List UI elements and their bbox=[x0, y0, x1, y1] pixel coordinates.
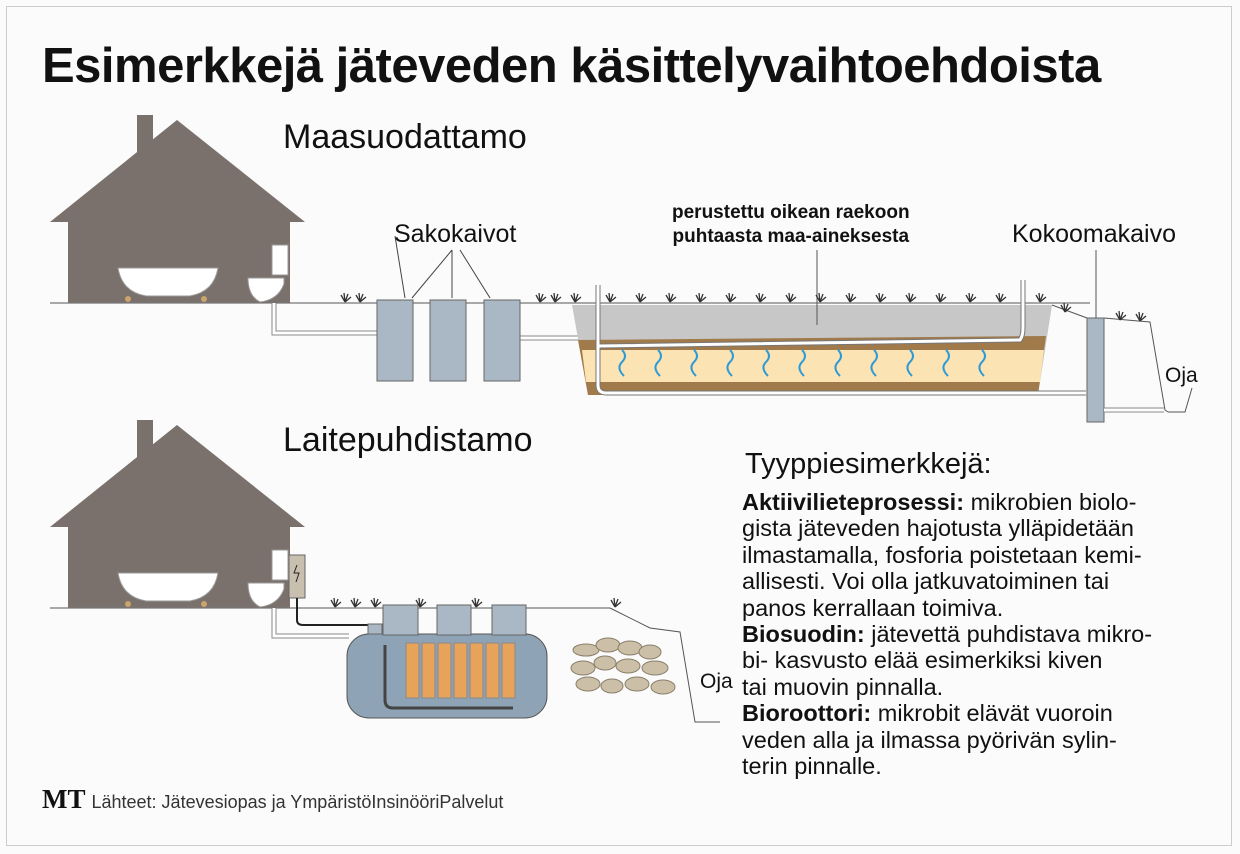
septic-tanks-label: Sakokaivot bbox=[394, 220, 517, 248]
type-text: mikrobit elävät vuoroin bbox=[871, 700, 1113, 727]
house-icon-bottom bbox=[49, 419, 306, 609]
type-item-biofilter: Biosuodin: jätevettä puhdistava mikro- b… bbox=[742, 621, 1152, 700]
type-text: bi- kasvusto elää esimerkiksi kiven bbox=[742, 647, 1103, 674]
grass-bottom bbox=[330, 597, 622, 608]
type-examples-heading: Tyyppiesimerkkejä: bbox=[745, 448, 992, 480]
type-item-biorotor: Bioroottori: mikrobit elävät vuoroin ved… bbox=[742, 700, 1152, 779]
electric-box bbox=[288, 554, 306, 599]
filter-bed bbox=[572, 280, 1086, 396]
type-text: veden alla ja ilmassa pyörivän sylin- bbox=[742, 726, 1117, 753]
collector-well-label: Kokoomakaivo bbox=[1012, 220, 1176, 248]
type-text: jätevettä puhdistava mikro- bbox=[864, 621, 1153, 648]
mt-logo: MT bbox=[42, 784, 86, 814]
type-text: tai muovin pinnalla. bbox=[742, 673, 944, 700]
type-item-activated-sludge: Aktiivilieteprosessi: mikrobien biolo- g… bbox=[742, 489, 1152, 621]
type-examples: Tyyppiesimerkkejä: Aktiivilieteprosessi:… bbox=[742, 448, 1152, 779]
treatment-tank bbox=[346, 604, 548, 719]
stones bbox=[570, 637, 676, 695]
page-title: Esimerkkejä jäteveden käsittelyvaihtoehd… bbox=[42, 39, 1101, 93]
type-text: allisesti. Voi olla jatkuvatoiminen tai bbox=[742, 568, 1110, 595]
filter-note-line: puhtaasta maa-aineksesta bbox=[672, 226, 910, 247]
type-name: Biosuodin: bbox=[742, 621, 865, 648]
house-icon-top bbox=[49, 114, 306, 304]
section-title-device-plant: Laitepuhdistamo bbox=[283, 421, 533, 459]
type-text: terin pinnalle. bbox=[742, 753, 882, 780]
type-text: gista jäteveden hajotusta ylläpidetään bbox=[742, 515, 1134, 542]
type-name: Bioroottori: bbox=[742, 700, 872, 727]
collector-well bbox=[1086, 317, 1105, 423]
filter-note-line: perustettu oikean raekoon bbox=[672, 202, 910, 223]
ditch-label-top: Oja bbox=[1165, 364, 1198, 387]
frame bbox=[6, 6, 1232, 846]
type-text: panos kerrallaan toimiva. bbox=[742, 594, 1004, 621]
section-title-soil-filter: Maasuodattamo bbox=[283, 118, 527, 156]
septic-tanks bbox=[376, 299, 521, 382]
lightning-icon bbox=[293, 564, 300, 583]
ditch-label-bottom: Oja bbox=[700, 670, 733, 693]
filter-note: perustettu oikean raekoon puhtaasta maa-… bbox=[672, 201, 910, 249]
type-text: ilmastamalla, fosforia poistetaan kemi- bbox=[742, 541, 1142, 568]
source-text: Lähteet: Jätevesiopas ja YmpäristöInsinö… bbox=[91, 792, 504, 812]
type-text: mikrobien biolo- bbox=[964, 489, 1137, 515]
type-name: Aktiivilieteprosessi: bbox=[742, 489, 965, 515]
